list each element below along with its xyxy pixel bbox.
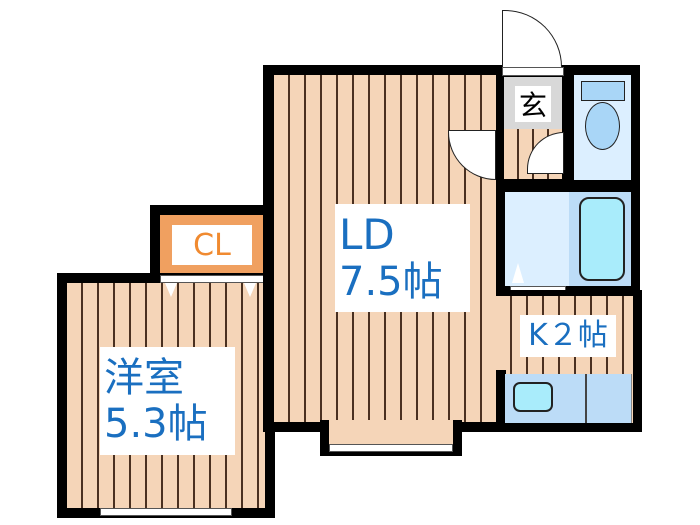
- kitchen-label: K２帖: [528, 318, 608, 353]
- entrance-label-box: 玄: [515, 86, 551, 122]
- western-room-size: 5.3帖: [104, 401, 208, 447]
- ld-room-size: 7.5帖: [339, 259, 443, 305]
- ld-label: LD 7.5帖: [335, 204, 470, 312]
- front-door-frame: [502, 67, 564, 76]
- washroom-door-marker: [512, 263, 524, 283]
- bathtub-icon: [579, 197, 625, 281]
- entrance-label: 玄: [518, 89, 547, 122]
- closet-door-marker-right: [244, 283, 256, 297]
- kitchen-partition: [496, 370, 506, 432]
- toilet-tank: [581, 81, 625, 101]
- ld-window-bottom: [329, 444, 453, 452]
- ld-bay-floor: [329, 420, 453, 444]
- closet-label-box: CL: [172, 225, 252, 265]
- closet-door-marker-left: [165, 283, 177, 297]
- western-room-label: 洋室 5.3帖: [100, 347, 235, 455]
- closet-label: CL: [193, 227, 231, 263]
- western-room-name: 洋室: [104, 355, 184, 401]
- toilet-bowl-icon: [585, 102, 620, 150]
- western-room-window-bottom: [100, 508, 232, 516]
- front-door-swing[interactable]: [502, 10, 562, 67]
- ld-room-name: LD: [339, 210, 395, 259]
- kitchen-label-box: K２帖: [520, 315, 616, 357]
- kitchen-sink-icon: [513, 382, 553, 412]
- closet-door[interactable]: [160, 275, 265, 283]
- kitchen-counter-divider: [585, 374, 587, 423]
